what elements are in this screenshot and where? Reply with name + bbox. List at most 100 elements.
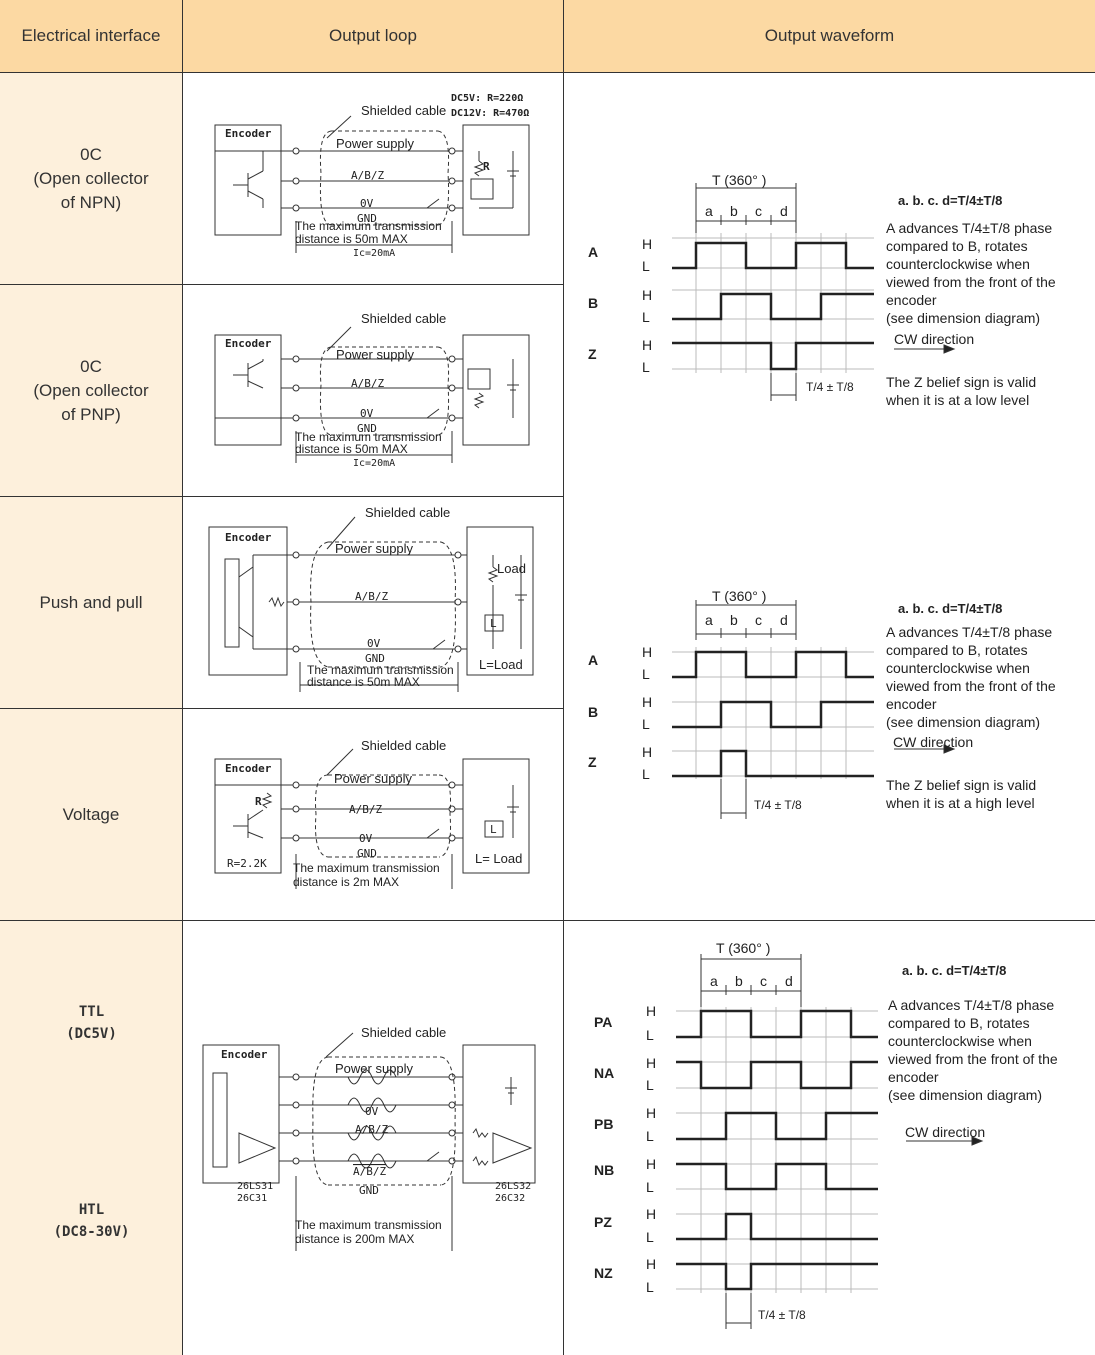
encoder-label: Encoder [225,337,272,350]
h-label: H [646,1206,656,1222]
power-supply-label: Power supply [335,541,414,556]
cw-direction-label: CW direction [905,1124,985,1140]
advance-line1: A advances [886,220,958,236]
h-label: H [646,1105,656,1121]
wave-z [672,341,874,371]
segment-d: d [780,203,788,219]
advance-line4: viewed from the front of the [888,1051,1058,1067]
abz-label: A/B/Z [349,803,382,816]
advance-line4: viewed from the front of the [886,678,1056,694]
segment-a: a [710,973,718,989]
max-distance-line1: The maximum transmission [295,1218,442,1232]
encoder-label: Encoder [221,1048,268,1061]
segment-b: b [730,612,738,628]
period-label: T (360° ) [712,172,766,188]
advance-line3: counterclockwise when [886,256,1030,272]
wave-pa [676,1009,878,1039]
z-note-line1: The Z belief sign is valid [886,374,1036,390]
shielded-cable-label: Shielded cable [361,738,446,753]
waveform-grid [676,1007,878,1293]
circuit-push-pull: Encoder Shielded cable Power supply A/B/… [208,505,534,692]
header-label: Output waveform [764,26,895,45]
abz-label: A/B/Z [351,169,384,182]
circuit-oc-pnp: Encoder Shielded cable Power supply A/B/… [214,311,530,469]
gnd-label: GND [365,652,385,665]
l-label: L [646,1077,654,1093]
waveform-abz-high: T (360° ) a b c d A B Z HL HL HL T/4 ± T… [588,588,1056,819]
l-label: L [642,766,650,782]
advance-line2: compared to B, rotates [888,1015,1030,1031]
advance-line1b: phase [1014,220,1052,236]
zero-v-label: 0V [359,832,373,845]
l-label: L [642,359,650,375]
power-supply-label: Power supply [336,136,415,151]
power-supply-label: Power supply [334,771,413,786]
receiver-box [466,526,534,676]
label-htl: HTL(DC8-30V) [53,1202,130,1240]
max-distance-line2: distance is 2m MAX [293,875,399,889]
header-output-loop: Output loop [183,0,564,73]
formula-label: a. b. c. d= [902,963,962,978]
encoder-box [214,334,282,446]
advance-line6: (see dimension diagram) [886,714,1040,730]
abz-label: A/B/Z [355,1123,388,1136]
shielded-cable-label: Shielded cable [361,103,446,118]
h-label: H [646,1156,656,1172]
svg-text:A advances T/4±T/8 phase: A advances T/4±T/8 phase [888,997,1054,1013]
gnd-label: GND [357,212,377,225]
c31-label: 26C31 [237,1193,267,1204]
l-eq-load-label: L=Load [479,657,523,672]
period-label: T (360° ) [712,588,766,604]
max-distance-line2: distance is 50m MAX [307,675,420,689]
wave-pz [676,1212,878,1241]
circuit-oc-npn: Encoder Shielded cable DC5V: R=220Ω DC12… [214,93,530,259]
row-label-ttl-htl: TTL(DC5V) HTL(DC8-30V) [0,921,183,1355]
h-label: H [642,694,652,710]
l-label: L [642,666,650,682]
power-supply-label: Power supply [336,347,415,362]
svg-text:T/4 ± T/8: T/4 ± T/8 [754,798,802,812]
signal-z-label: Z [588,346,597,362]
advance-line5: encoder [886,696,937,712]
l-label: L [490,823,497,836]
max-distance-line2: distance is 50m MAX [295,442,408,456]
l-label: L [490,617,497,630]
r-label: R [483,160,490,173]
signal-pa-label: PA [594,1014,612,1030]
encoder-label: Encoder [225,762,272,775]
signal-a-label: A [588,244,598,260]
receiver-box [462,124,530,236]
zero-v-label: 0V [360,197,374,210]
encoder-box [208,526,288,676]
l-label: L [642,258,650,274]
signal-a-label: A [588,652,598,668]
encoder-label: Encoder [225,127,272,140]
advance-line1b: phase [1016,997,1054,1013]
gnd-label: GND [359,1184,379,1197]
h-label: H [646,1003,656,1019]
shielded-cable-label: Shielded cable [361,1025,446,1040]
advance-line3: counterclockwise when [888,1033,1032,1049]
wave-b [672,700,874,729]
signal-nb-label: NB [594,1162,614,1178]
h-label: H [642,337,652,353]
svg-text:T/4 ± T/8: T/4 ± T/8 [758,1308,806,1322]
wave-a [672,650,874,679]
max-distance-line1: The maximum transmission [307,663,454,677]
max-distance-line1: The maximum transmission [293,861,440,875]
abz-label: A/B/Z [355,590,388,603]
h-label: H [646,1256,656,1272]
advance-line2: compared to B, rotates [886,238,1028,254]
waveform-grid [672,647,874,779]
l-label: L [642,309,650,325]
h-label: H [642,644,652,660]
row-label-voltage: Voltage [0,709,183,921]
l-label: L [646,1128,654,1144]
segment-c: c [755,612,762,628]
load-label: Load [497,561,526,576]
advance-line6: (see dimension diagram) [886,310,1040,326]
svg-text:a. b. c. d=T/4±T/8: a. b. c. d=T/4±T/8 [902,963,1006,978]
z-note-line1: The Z belief sign is valid [886,777,1036,793]
encoder-label: Encoder [225,531,272,544]
